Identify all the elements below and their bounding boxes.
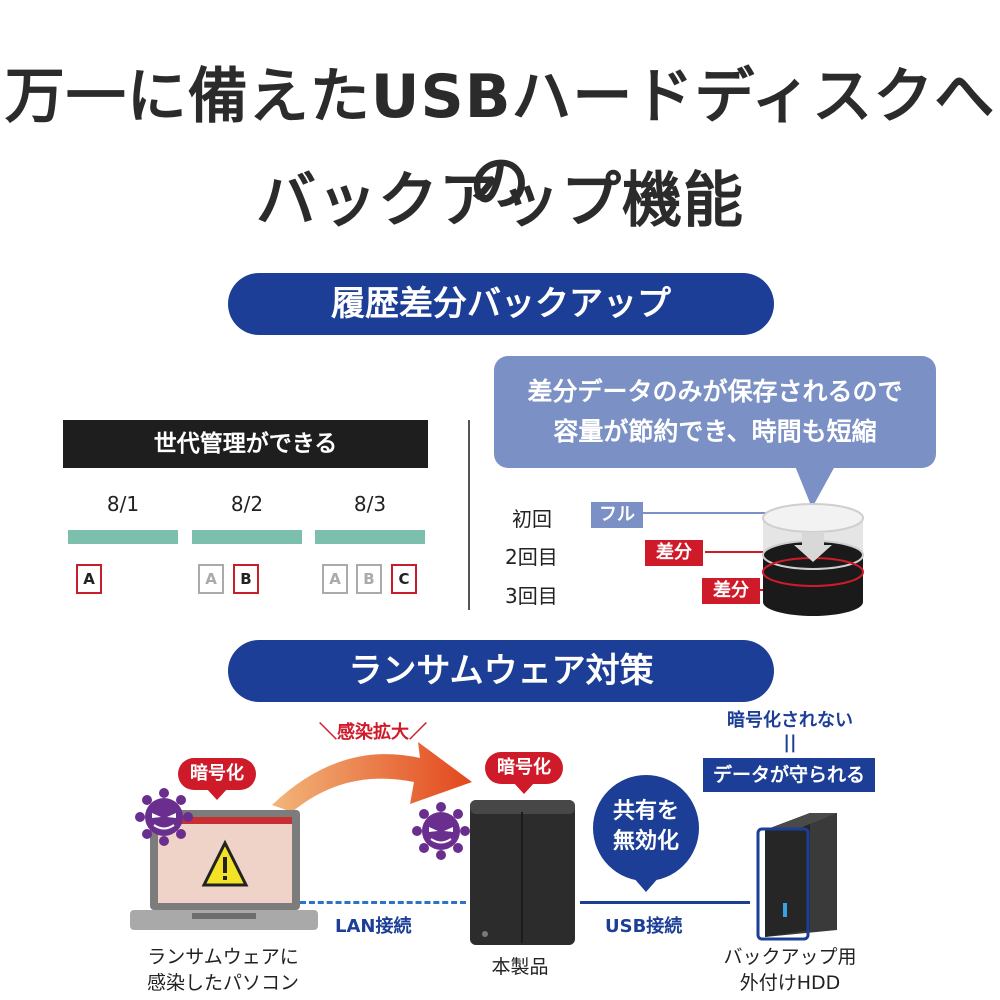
document-icon: B xyxy=(356,564,382,594)
usb-connection-line xyxy=(580,901,750,904)
encrypt-tag-pc: 暗号化 xyxy=(178,758,256,790)
title-line-2: バックアップ機能 xyxy=(256,166,744,236)
disable-share-line-2: 無効化 xyxy=(612,829,679,854)
usb-label: USB接続 xyxy=(605,916,683,937)
diff-info-bubble: 差分データのみが保存されるので 容量が節約でき、時間も短縮 xyxy=(494,356,936,468)
lan-label: LAN接続 xyxy=(335,916,412,937)
pc-caption: ランサムウェアに 感染したパソコン xyxy=(118,944,328,996)
generation-label: 世代管理ができる xyxy=(63,420,428,468)
virus-icon xyxy=(412,802,470,860)
bubble-tail xyxy=(795,466,835,508)
date-label: 8/3 xyxy=(353,492,387,516)
pc-caption-line-2: 感染したパソコン xyxy=(146,972,299,994)
spread-label: ＼感染拡大／ xyxy=(319,722,427,743)
lan-connection-line xyxy=(300,901,466,904)
not-encrypted-label: 暗号化されない xyxy=(727,710,853,731)
document-icon: C xyxy=(391,564,417,594)
equals-sign: || xyxy=(783,732,797,753)
disable-share-line-1: 共有を xyxy=(612,799,679,824)
nas-device-icon xyxy=(470,800,575,945)
document-icon: A xyxy=(76,564,102,594)
encrypt-tag-nas: 暗号化 xyxy=(485,752,563,784)
timeline-bar xyxy=(192,530,302,544)
diff-tag: 差分 xyxy=(645,540,703,566)
badge-tail xyxy=(632,876,660,892)
timeline-bar xyxy=(68,530,178,544)
bubble-line-2: 容量が節約でき、時間も短縮 xyxy=(553,417,877,446)
tag-tail xyxy=(513,782,535,794)
pc-caption-line-1: ランサムウェアに xyxy=(147,946,299,968)
hdd-caption-line-1: バックアップ用 xyxy=(723,946,857,968)
virus-icon xyxy=(135,788,193,846)
diff-tag: 差分 xyxy=(702,578,760,604)
storage-cylinder-icon xyxy=(636,503,864,616)
full-backup-tag: フル xyxy=(591,502,643,528)
date-label: 8/2 xyxy=(230,492,264,516)
row-label-second: 2回目 xyxy=(505,545,558,569)
tag-tail xyxy=(206,788,228,800)
nas-caption: 本製品 xyxy=(491,956,549,978)
hdd-caption-line-2: 外付けHDD xyxy=(739,972,841,994)
document-icon: B xyxy=(233,564,259,594)
hdd-caption: バックアップ用 外付けHDD xyxy=(710,944,870,996)
title-line-1: 万一に備えたUSBハードディスクへの xyxy=(4,62,996,219)
section-heading-ransomware: ランサムウェア対策 xyxy=(228,640,774,702)
document-icon: A xyxy=(198,564,224,594)
data-protected-label: データが守られる xyxy=(703,758,875,792)
document-icon: A xyxy=(322,564,348,594)
row-label-first: 初回 xyxy=(512,507,552,531)
section-divider xyxy=(468,420,470,610)
spread-arrow-icon xyxy=(272,742,472,812)
external-hdd-icon xyxy=(756,813,837,941)
disable-share-badge: 共有を 無効化 xyxy=(593,775,699,881)
spread-label-text: 感染拡大 xyxy=(337,722,409,743)
date-label: 8/1 xyxy=(106,492,140,516)
bubble-line-1: 差分データのみが保存されるので xyxy=(527,377,903,406)
timeline-bar xyxy=(315,530,425,544)
row-label-third: 3回目 xyxy=(505,584,558,608)
section-heading-diff-backup: 履歴差分バックアップ xyxy=(228,273,774,335)
